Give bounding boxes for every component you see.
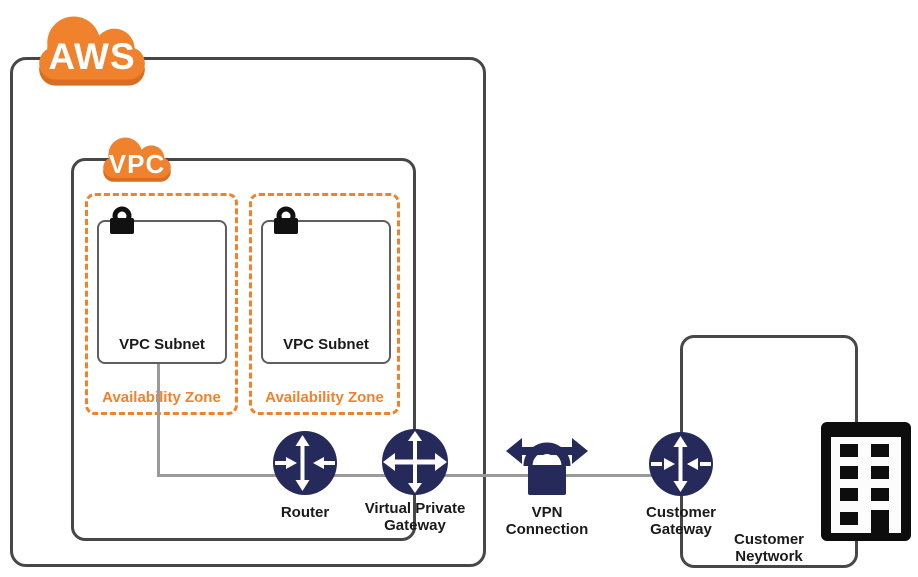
vpc-boundary-box <box>71 158 416 541</box>
virtual-private-gateway-label: Virtual Private Gateway <box>364 500 466 534</box>
vpc-subnet-label: VPC Subnet <box>119 336 205 353</box>
vpc-cloud-icon <box>103 137 171 182</box>
router-label: Router <box>280 504 330 521</box>
lock-icon <box>274 206 298 234</box>
virtual-private-gateway-icon <box>382 429 448 495</box>
building-icon <box>821 422 911 541</box>
vpn-connection-label: VPN Connection <box>505 504 589 538</box>
aws-cloud-label: AWS <box>48 36 136 77</box>
aws-cloud-icon <box>39 16 145 86</box>
vpc-subnet-box-2: VPC Subnet <box>261 206 391 364</box>
vpc-subnet-label: VPC Subnet <box>283 336 369 353</box>
customer-network-label: Customer Neytwork <box>733 531 804 565</box>
lock-icon <box>110 206 134 234</box>
availability-zone-label: Availability Zone <box>102 389 221 406</box>
vpn-connection-icon <box>506 438 588 495</box>
vpc-cloud-label: VPC <box>108 149 166 179</box>
availability-zone-2: VPC Subnet Availability Zone <box>249 193 400 415</box>
subnet-to-router-line <box>157 364 160 477</box>
availability-zone-label: Availability Zone <box>265 389 384 406</box>
vpc-subnet-box-1: VPC Subnet <box>97 206 227 364</box>
aws-boundary-box <box>10 57 486 567</box>
customer-gateway-icon <box>649 432 713 496</box>
customer-gateway-label: Customer Gateway <box>645 504 716 538</box>
router-icon <box>273 431 337 495</box>
availability-zone-1: VPC Subnet Availability Zone <box>85 193 238 415</box>
